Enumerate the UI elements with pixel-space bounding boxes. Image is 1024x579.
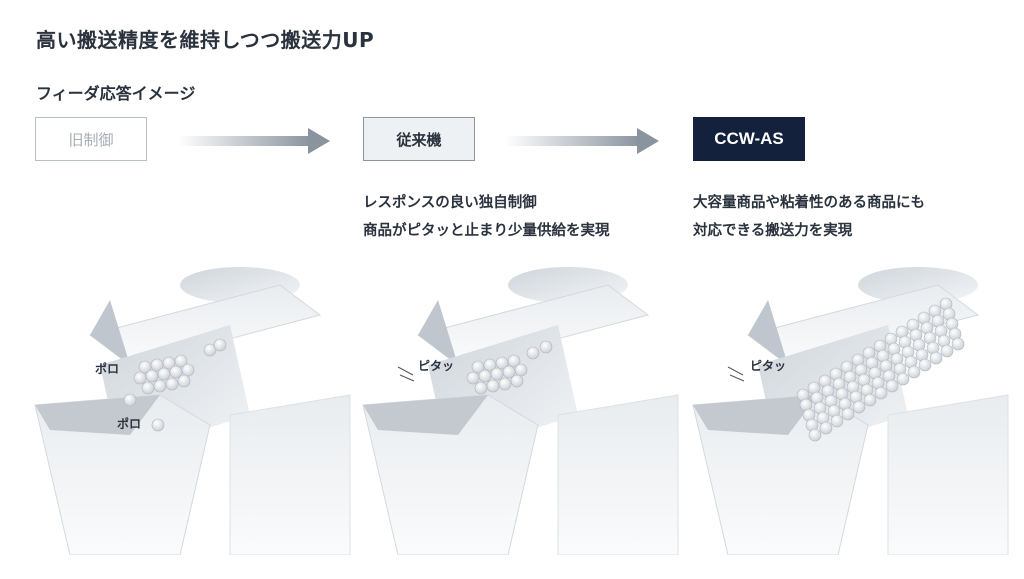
product-ball bbox=[808, 428, 822, 442]
product-ball bbox=[841, 407, 855, 421]
product-ball bbox=[929, 351, 943, 365]
description-line: レスポンスの良い独自制御 bbox=[363, 195, 537, 211]
product-ball bbox=[885, 379, 899, 393]
sound-label: ポロ bbox=[117, 417, 142, 431]
illustration-ccw-as: ピタッ bbox=[688, 255, 1018, 556]
product-ball bbox=[819, 421, 833, 435]
feeder-illustration bbox=[362, 267, 679, 556]
stage-ccw-as: CCW-AS bbox=[693, 117, 805, 161]
sound-label: ポロ bbox=[95, 362, 120, 376]
description-line: 対応できる搬送力を実現 bbox=[693, 223, 853, 239]
arrow-icon bbox=[178, 128, 330, 154]
description-line: 大容量商品や粘着性のある商品にも bbox=[693, 195, 925, 211]
product-ball bbox=[951, 337, 965, 351]
product-ball bbox=[907, 365, 921, 379]
page-title: 高い搬送精度を維持しつつ搬送力UP bbox=[36, 28, 375, 52]
arrow-icon bbox=[505, 128, 659, 154]
section-subtitle: フィーダ応答イメージ bbox=[36, 84, 196, 103]
stop-label: ピタッ bbox=[418, 359, 455, 373]
stage-conventional: 従来機 bbox=[363, 117, 475, 161]
illustration-conventional: ピタッ bbox=[358, 255, 688, 556]
stage-old-control: 旧制御 bbox=[35, 117, 147, 161]
product-ball bbox=[830, 414, 844, 428]
product-ball bbox=[918, 358, 932, 372]
ccw-description: 大容量商品や粘着性のある商品にも 対応できる搬送力を実現 bbox=[693, 189, 925, 245]
stop-label: ピタッ bbox=[750, 359, 787, 373]
product-ball bbox=[863, 393, 877, 407]
product-ball bbox=[852, 400, 866, 414]
description-line: 商品がピタッと止まり少量供給を実現 bbox=[363, 223, 610, 239]
conventional-description: レスポンスの良い独自制御 商品がピタッと止まり少量供給を実現 bbox=[363, 189, 610, 245]
product-ball bbox=[874, 386, 888, 400]
feeder-illustration bbox=[34, 267, 351, 556]
illustration-old-control: ポロ ポロ bbox=[30, 255, 360, 556]
product-ball bbox=[940, 344, 954, 358]
feeder-illustration bbox=[692, 267, 1009, 556]
product-ball bbox=[896, 372, 910, 386]
